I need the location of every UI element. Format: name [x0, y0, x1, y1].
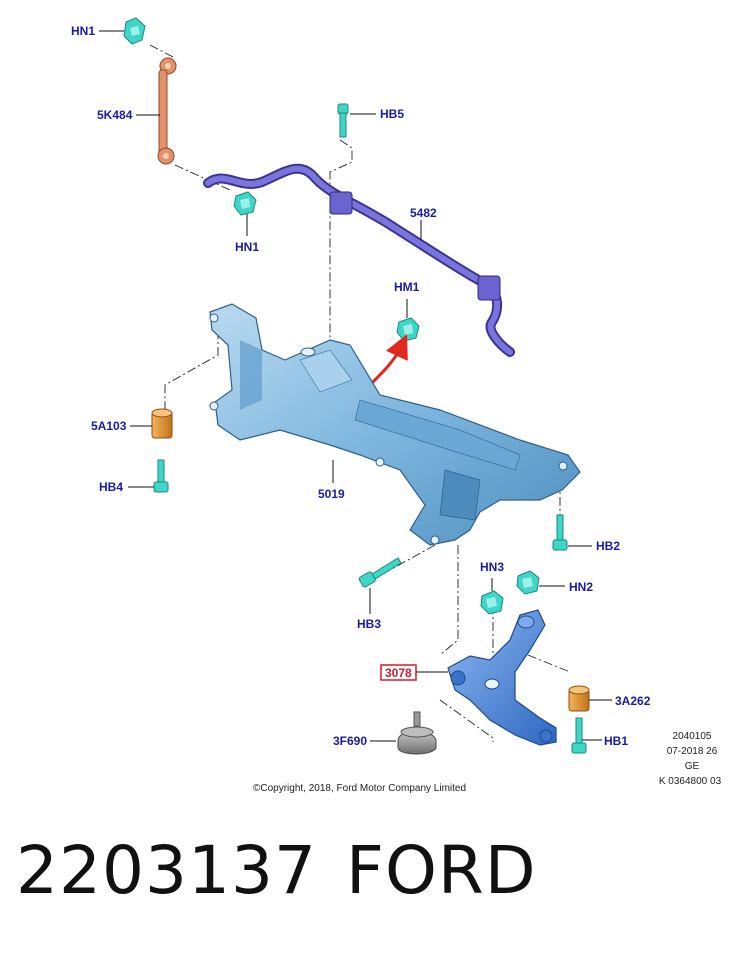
- leader-lines: [99, 30, 612, 742]
- meta-line-4: K 0364800 03: [659, 776, 722, 787]
- bolt-hb1: [571, 717, 587, 754]
- control-arm-3078: [447, 609, 557, 746]
- bolt-hb2: [552, 514, 568, 551]
- bolt-hb3: [358, 557, 402, 588]
- bushing-3a262: [568, 685, 590, 712]
- label-5019: 5019: [318, 487, 345, 501]
- nut-hn1-mid: [233, 191, 257, 216]
- nut-hn1-top: [123, 17, 146, 45]
- nut-hn3: [480, 590, 504, 615]
- label-3078: 3078: [385, 666, 412, 680]
- diagram-meta: 2040105 07-2018 26 GE K 0364800 03: [659, 731, 722, 787]
- subframe-5019: [209, 303, 581, 546]
- mount-3f690: [397, 711, 437, 755]
- label-hb2: HB2: [596, 539, 620, 553]
- label-hb4: HB4: [99, 480, 123, 494]
- label-hb1: HB1: [604, 734, 628, 748]
- stabilizer-link-5k484: [157, 57, 177, 165]
- brand-name: FORD: [346, 832, 537, 909]
- copyright-notice: ©Copyright, 2018, Ford Motor Company Lim…: [253, 783, 466, 794]
- nut-hm1: [396, 317, 420, 342]
- label-3f690: 3F690: [333, 734, 367, 748]
- label-hn1-mid: HN1: [235, 240, 259, 254]
- bolt-hb4: [153, 459, 169, 493]
- label-hn2: HN2: [569, 580, 593, 594]
- label-5k484: 5K484: [97, 108, 133, 122]
- label-hb5: HB5: [380, 107, 404, 121]
- alignment-lines: [149, 44, 571, 742]
- nut-hn2: [516, 570, 540, 595]
- part-number: 2203137: [16, 832, 317, 909]
- label-hb3: HB3: [357, 617, 381, 631]
- label-hm1: HM1: [394, 280, 420, 294]
- label-3a262: 3A262: [615, 694, 651, 708]
- label-hn3: HN3: [480, 560, 504, 574]
- meta-line-3: GE: [685, 761, 700, 772]
- label-5a103: 5A103: [91, 419, 127, 433]
- highlight-box-3078: [380, 664, 417, 681]
- callout-labels: HN1 5K484 HN1 HB5 5482 HM1 5A103 HB4 501…: [71, 24, 651, 748]
- meta-line-2: 07-2018 26: [667, 746, 718, 757]
- stabilizer-bar-5482: [203, 163, 515, 357]
- bolt-hb5: [337, 103, 349, 138]
- red-arrow-icon: [368, 334, 408, 387]
- meta-line-1: 2040105: [673, 731, 712, 742]
- label-hn1-top: HN1: [71, 24, 95, 38]
- bushing-5a103: [151, 408, 173, 439]
- label-5482: 5482: [410, 206, 437, 220]
